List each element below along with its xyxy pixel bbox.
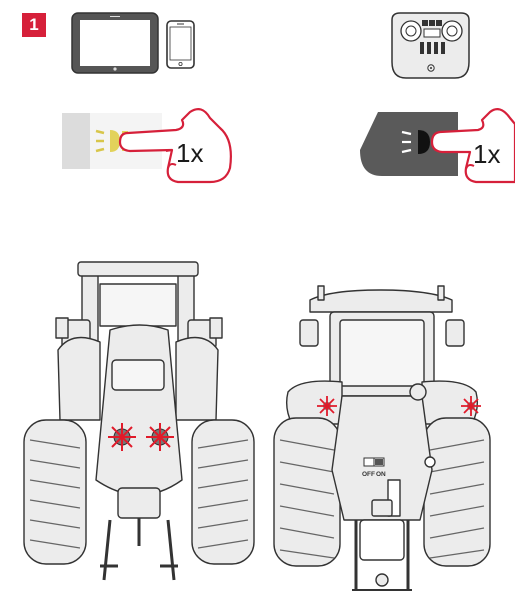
power-switch: OFF ON: [362, 457, 386, 478]
smartphone-icon: [166, 20, 195, 69]
rear-light-blinking: [461, 396, 481, 416]
headlight-blinking: [146, 423, 174, 451]
tractor-rear-view: [273, 285, 491, 591]
headlight-blinking: [108, 423, 136, 451]
step-number-badge: 1: [22, 13, 46, 37]
press-count-label: 1x: [176, 138, 203, 168]
pointing-hand-icon: [430, 108, 515, 184]
press-count-label: 1x: [473, 139, 500, 169]
switch-on-label: ON: [376, 471, 386, 478]
rear-light-blinking: [317, 396, 337, 416]
switch-off-label: OFF: [362, 471, 375, 478]
tractor-front-view: [23, 261, 255, 581]
tablet-icon: [71, 12, 159, 74]
remote-control-icon: [391, 12, 470, 79]
light-button-remote: [360, 112, 458, 176]
pointing-hand-icon: [118, 107, 232, 184]
